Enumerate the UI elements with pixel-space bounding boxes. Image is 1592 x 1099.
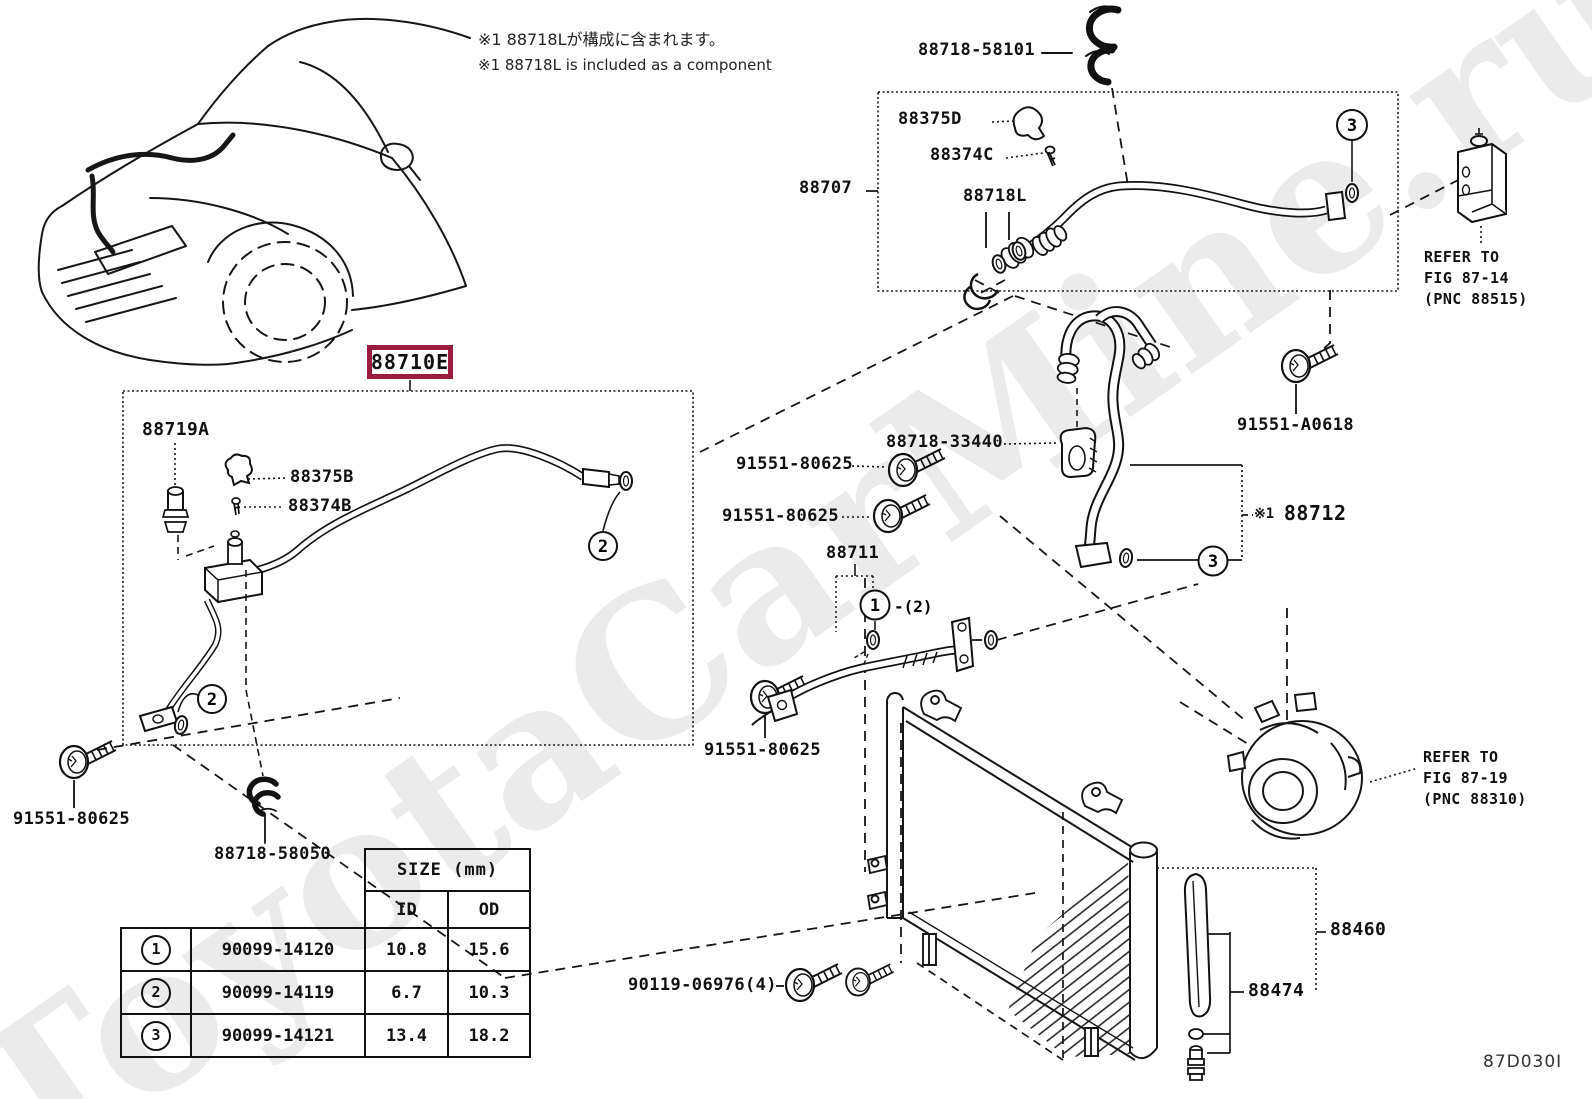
cushion-88374C	[1044, 145, 1056, 167]
row-part-2[interactable]: 90099-14119	[190, 970, 366, 1015]
hose-clamp-88718-58101	[1041, 5, 1122, 86]
suction-pipe-88711	[751, 564, 998, 726]
cushion-88374B	[231, 497, 241, 516]
receiver-drier-group	[1157, 867, 1326, 1081]
suction-hose-88712	[1056, 306, 1253, 569]
part-label-88375B[interactable]: 88375B	[290, 467, 354, 487]
part-label-91551-80625-2[interactable]: 91551-80625	[722, 506, 839, 526]
service-plug	[1187, 1045, 1205, 1081]
projection-dashed-lines	[96, 87, 1467, 979]
screws-91551-80625	[58, 447, 947, 808]
callout-2-left: 2	[207, 690, 217, 710]
drawing-code: 87D030I	[1483, 1052, 1563, 1072]
condenser-brackets	[866, 689, 1124, 1057]
bolt-90119-06976	[776, 962, 895, 1003]
pressure-sensor-88719A	[161, 443, 215, 560]
callout-circles: 3 3 2 2 1 -(2)	[177, 109, 1368, 714]
highlighted-part-number: 88710E	[370, 350, 450, 374]
part-label-88718-58101[interactable]: 88718-58101	[918, 40, 1035, 60]
part-label-88375D[interactable]: 88375D	[898, 109, 962, 129]
compressor-drawing	[1226, 691, 1419, 840]
engine-bay-pipes-bold	[85, 132, 236, 255]
part-label-91551-80625-4[interactable]: 91551-80625	[13, 809, 130, 829]
row-id-2: 6.7	[364, 970, 449, 1015]
refer-note-fig-87-19: REFER TO FIG 87-19 (PNC 88310)	[1423, 748, 1527, 808]
part-label-91551-80625-1[interactable]: 91551-80625	[736, 454, 853, 474]
row-od-1: 15.6	[447, 927, 531, 972]
size-table-col-od: OD	[447, 890, 531, 929]
callout-2-right: 2	[598, 537, 608, 557]
callout-3-top: 3	[1347, 116, 1357, 136]
row-part-3[interactable]: 90099-14121	[190, 1013, 366, 1058]
note-japanese: ※1 88718Lが構成に含まれます。	[478, 30, 725, 49]
size-table-title: SIZE (mm)	[364, 848, 531, 892]
highlighted-part-label-88710E[interactable]: 88710E	[367, 345, 453, 379]
part-label-88718-58050[interactable]: 88718-58050	[214, 844, 331, 864]
pipe-clamp-88375D	[1012, 106, 1046, 141]
condenser-drawing	[866, 689, 1158, 1061]
row-part-1[interactable]: 90099-14120	[190, 927, 366, 972]
size-table-col-id: ID	[364, 890, 449, 929]
part-label-88712-prefix: ※1	[1254, 506, 1275, 522]
callout-1: 1	[870, 596, 880, 616]
size-table-row: 1 90099-14120 10.8 15.6	[120, 927, 531, 972]
part-label-88374C[interactable]: 88374C	[930, 145, 994, 165]
row-od-3: 18.2	[447, 1013, 531, 1058]
screw-91551-A0618	[1280, 343, 1340, 414]
row-mark-1: 1	[141, 934, 171, 965]
ref-box-88712	[1130, 464, 1253, 561]
car-illustration	[37, 17, 471, 366]
note-english: ※1 88718L is included as a component	[478, 56, 772, 74]
part-label-88712[interactable]: ※1 88712	[1254, 501, 1347, 525]
part-label-88374B[interactable]: 88374B	[288, 496, 352, 516]
liquid-pipe-drawing	[138, 444, 633, 737]
part-label-88719A[interactable]: 88719A	[142, 419, 210, 440]
part-label-91551-A0618[interactable]: 91551-A0618	[1237, 415, 1354, 435]
part-label-88707[interactable]: 88707	[799, 178, 853, 198]
grommet-88375B	[224, 453, 253, 487]
part-label-88460[interactable]: 88460	[1330, 919, 1387, 940]
refer-note-fig-87-14: REFER TO FIG 87-14 (PNC 88515)	[1424, 248, 1528, 308]
size-table-row: 2 90099-14119 6.7 10.3	[120, 970, 531, 1015]
row-id-3: 13.4	[364, 1013, 449, 1058]
bracket-88718-33440	[1003, 426, 1098, 479]
part-label-88474[interactable]: 88474	[1248, 980, 1305, 1001]
pipe-joint-parts-88718L	[963, 212, 1068, 311]
row-id-1: 10.8	[364, 927, 449, 972]
pipe-clamp-88718-58050	[246, 776, 281, 844]
part-label-88718L[interactable]: 88718L	[963, 186, 1027, 206]
part-label-88718-33440[interactable]: 88718-33440	[886, 432, 1003, 452]
size-table-row: 3 90099-14121 13.4 18.2	[120, 1013, 531, 1058]
row-od-2: 10.3	[447, 970, 531, 1015]
part-label-88712-number: 88712	[1283, 501, 1347, 525]
size-table: SIZE (mm) ID OD 1 90099-14120 10.8 15.6 …	[120, 848, 531, 1058]
part-label-91551-80625-3[interactable]: 91551-80625	[704, 740, 821, 760]
liquid-pipe-box-88710E	[122, 380, 694, 777]
part-label-88711[interactable]: 88711	[826, 543, 880, 563]
row-mark-2: 2	[141, 977, 171, 1008]
row-mark-3: 3	[141, 1020, 171, 1051]
part-label-90119-06976[interactable]: 90119-06976(4)	[628, 975, 777, 995]
callout-3-mid: 3	[1208, 552, 1218, 572]
callout-1-qty: -(2)	[894, 597, 933, 616]
discharge-pipe-box-88707	[866, 91, 1399, 311]
expansion-valve-drawing	[1457, 128, 1507, 246]
